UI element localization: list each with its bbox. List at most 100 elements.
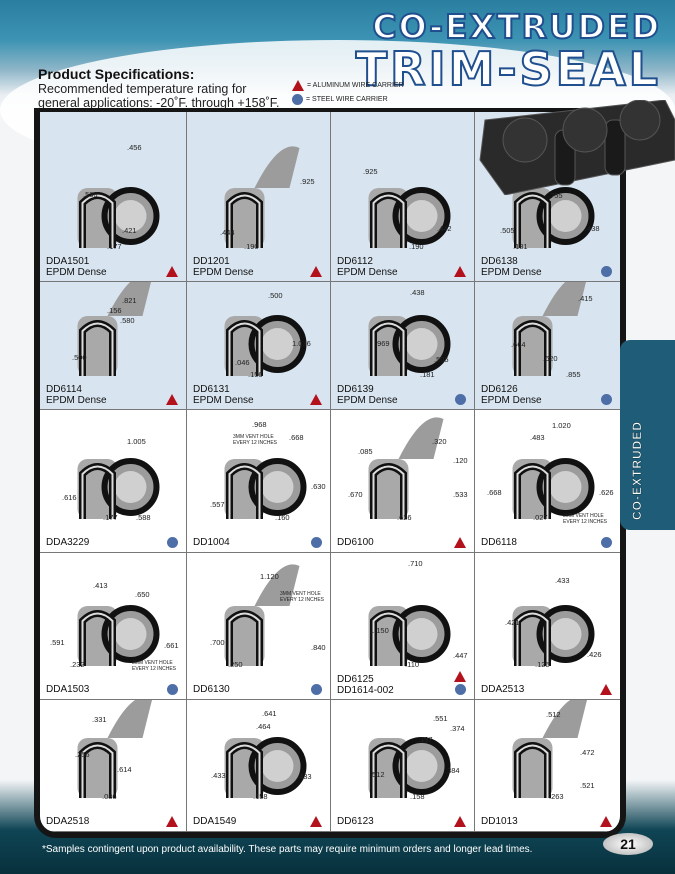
vent-hole-note: 3MM VENT HOLE EVERY 12 INCHES bbox=[233, 434, 278, 446]
dimension-label: .580 bbox=[120, 316, 135, 325]
legend-aluminum-label: = ALUMINUM WIRE CARRIER bbox=[307, 82, 404, 89]
dimension-label: .158 bbox=[410, 792, 425, 801]
dimension-label: .668 bbox=[289, 433, 304, 442]
aluminum-carrier-triangle-icon bbox=[454, 266, 466, 277]
dimension-label: .086 bbox=[102, 792, 117, 801]
vent-hole-note: 3MM VENT HOLE EVERY 12 INCHES bbox=[132, 660, 177, 672]
aluminum-carrier-triangle-icon bbox=[166, 816, 178, 827]
dimension-label: .421 bbox=[122, 226, 137, 235]
dimension-label: .177 bbox=[103, 513, 118, 522]
material-label: EPDM Dense bbox=[193, 267, 254, 278]
seal-profile-illustration bbox=[77, 458, 160, 519]
material-label: EPDM Dense bbox=[481, 395, 542, 406]
dimension-label: .438 bbox=[585, 224, 600, 233]
dimension-label: .421 bbox=[505, 618, 520, 627]
dimension-label: .588 bbox=[136, 513, 151, 522]
material-label: EPDM Dense bbox=[337, 267, 398, 278]
dimension-label: .626 bbox=[397, 513, 412, 522]
part-number: DD6112 bbox=[337, 256, 373, 267]
part-number-primary: DD6125 bbox=[337, 674, 374, 685]
material-label: EPDM Dense bbox=[481, 267, 542, 278]
part-number: DD6123 bbox=[337, 816, 374, 827]
dimension-label: .821 bbox=[122, 296, 137, 305]
dimension-label: .840 bbox=[311, 643, 326, 652]
dimension-label: .444 bbox=[220, 228, 235, 237]
specs-text: Recommended temperature rating for gener… bbox=[38, 82, 280, 110]
dimension-label: 1.020 bbox=[552, 421, 571, 430]
part-number: DD1004 bbox=[193, 537, 230, 548]
vent-hole-note: 3MM VENT HOLE EVERY 12 INCHES bbox=[280, 591, 325, 603]
vent-hole-note: 3MM VENT HOLE EVERY 12 INCHES bbox=[563, 513, 608, 525]
dimension-label: .263 bbox=[549, 792, 564, 801]
seal-profile-illustration bbox=[77, 605, 160, 666]
aluminum-carrier-triangle-icon bbox=[454, 671, 466, 682]
material-label: EPDM Dense bbox=[337, 395, 398, 406]
dimension-label: .700 bbox=[210, 638, 225, 647]
dimension-label: .156 bbox=[107, 306, 122, 315]
dimension-label: .664 bbox=[511, 340, 526, 349]
dimension-label: .413 bbox=[93, 581, 108, 590]
dimension-label: .156 bbox=[248, 370, 263, 379]
dimension-label: .855 bbox=[566, 370, 581, 379]
dimension-label: .925 bbox=[300, 177, 315, 186]
dimension-label: .320 bbox=[432, 437, 447, 446]
dimension-label: .620 bbox=[543, 354, 558, 363]
aluminum-carrier-triangle-icon bbox=[454, 537, 466, 548]
seal-profile-illustration bbox=[224, 146, 300, 248]
part-number: DDA1503 bbox=[46, 684, 90, 695]
dimension-label: .483 bbox=[530, 433, 545, 442]
part-number: DD6114 bbox=[46, 384, 82, 395]
trim-seal-photo bbox=[479, 100, 675, 195]
dimension-label: .027 bbox=[533, 513, 548, 522]
dimension-label: .650 bbox=[135, 590, 150, 599]
dimension-label: .670 bbox=[348, 490, 363, 499]
dimension-label: .190 bbox=[244, 242, 259, 251]
dimension-label: 1.120 bbox=[260, 572, 279, 581]
aluminum-carrier-triangle-icon bbox=[166, 394, 178, 405]
dimension-label: .046 bbox=[235, 358, 250, 367]
dimension-label: .197 bbox=[418, 735, 433, 744]
part-number: DDA1501 bbox=[46, 256, 90, 267]
seal-profile-illustration bbox=[224, 737, 307, 798]
aluminum-carrier-triangle-icon bbox=[600, 684, 612, 695]
dimension-label: .181 bbox=[420, 370, 435, 379]
dimension-label: .438 bbox=[410, 288, 425, 297]
seal-profile-illustration bbox=[224, 315, 307, 376]
side-tab-label: CO-EXTRUDED bbox=[630, 420, 645, 521]
dimension-label: .085 bbox=[358, 447, 373, 456]
part-number: DD1013 bbox=[481, 816, 518, 827]
dimension-label: .505 bbox=[500, 226, 515, 235]
seal-profile-illustration bbox=[512, 282, 586, 376]
side-section-tab bbox=[620, 340, 675, 530]
dimension-label: .256 bbox=[75, 750, 90, 759]
dimension-label: .969 bbox=[375, 339, 390, 348]
dimension-label: .661 bbox=[164, 641, 179, 650]
dimension-label: .591 bbox=[50, 638, 65, 647]
dimension-label: .472 bbox=[580, 748, 595, 757]
dimension-label: .250 bbox=[228, 660, 243, 669]
title-line-2: TRIM-SEAL bbox=[355, 42, 661, 96]
dimension-label: .447 bbox=[453, 651, 468, 660]
seal-profile-illustration bbox=[368, 417, 444, 519]
steel-carrier-circle-icon bbox=[601, 537, 612, 548]
dimension-label: .125 bbox=[535, 660, 550, 669]
dimension-label: .433 bbox=[211, 771, 226, 780]
circle-icon bbox=[292, 94, 303, 105]
seal-profile-illustration bbox=[512, 700, 587, 798]
aluminum-carrier-triangle-icon bbox=[310, 266, 322, 277]
dimension-label: .500 bbox=[72, 353, 87, 362]
part-number: DDA2513 bbox=[481, 684, 525, 695]
dimension-label: .614 bbox=[117, 765, 132, 774]
dimension-label: 1.150 bbox=[370, 626, 389, 635]
dimension-label: 1.005 bbox=[127, 437, 146, 446]
dimension-label: .968 bbox=[252, 420, 267, 429]
